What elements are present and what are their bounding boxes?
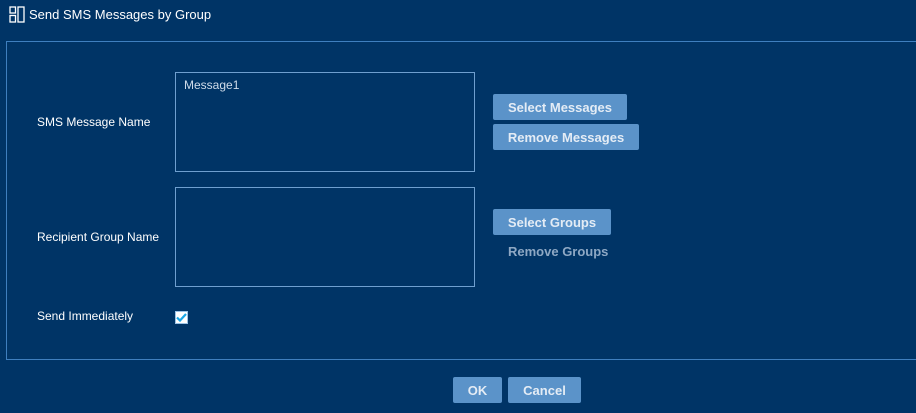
select-messages-button[interactable]: Select Messages xyxy=(493,94,627,120)
form-panel xyxy=(6,41,916,360)
remove-messages-button[interactable]: Remove Messages xyxy=(493,124,639,150)
ok-button[interactable]: OK xyxy=(453,377,502,403)
select-groups-button[interactable]: Select Groups xyxy=(493,209,611,235)
layout-panels-icon xyxy=(9,6,25,23)
cancel-button[interactable]: Cancel xyxy=(508,377,581,403)
list-item[interactable]: Message1 xyxy=(184,78,240,92)
messages-listbox[interactable]: Message1 xyxy=(175,72,475,172)
send-immediately-label: Send Immediately xyxy=(37,309,134,323)
send-immediately-checkbox[interactable] xyxy=(175,311,188,324)
recipient-group-name-label: Recipient Group Name xyxy=(37,230,160,244)
title-bar: Send SMS Messages by Group xyxy=(0,0,916,30)
window-title: Send SMS Messages by Group xyxy=(29,7,212,22)
remove-groups-button[interactable]: Remove Groups xyxy=(508,244,609,259)
checkmark-icon xyxy=(176,313,187,323)
groups-listbox[interactable] xyxy=(175,187,475,287)
sms-message-name-label: SMS Message Name xyxy=(37,115,151,129)
